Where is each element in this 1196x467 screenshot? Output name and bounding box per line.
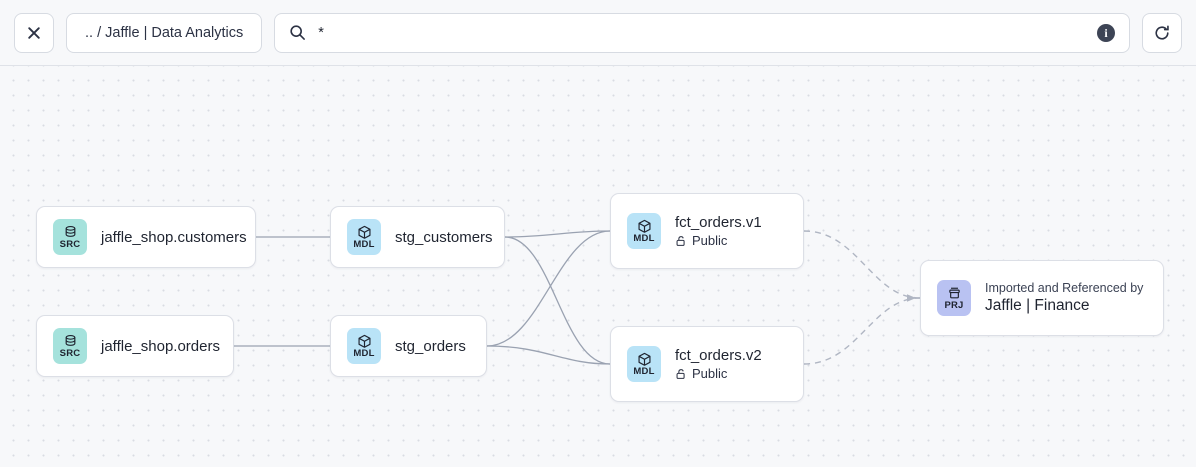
node-type-badge-src: SRC [53, 328, 87, 364]
node-type-code: SRC [59, 238, 81, 250]
edge-stgord-v2 [486, 345, 611, 365]
node-title: jaffle_shop.customers [101, 228, 247, 246]
graph-edges [234, 230, 921, 365]
cube-icon [357, 334, 372, 349]
cube-icon [637, 219, 652, 234]
node-type-badge-src: SRC [53, 219, 87, 255]
database-icon [63, 225, 78, 240]
close-icon [26, 25, 42, 41]
node-text: fct_orders.v2 Public [675, 347, 762, 381]
node-text: stg_orders [395, 338, 466, 355]
cube-icon [637, 352, 652, 367]
node-type-code: MDL [633, 365, 655, 377]
node-visibility: Public [675, 366, 762, 381]
refresh-button[interactable] [1142, 12, 1182, 53]
node-type-badge-prj: PRJ [937, 280, 971, 316]
graph-node-fct_orders_v1[interactable]: MDL fct_orders.v1 Public [610, 193, 804, 269]
node-title: fct_orders.v2 [675, 347, 762, 364]
cube-icon [357, 225, 372, 240]
node-text: jaffle_shop.customers [101, 228, 247, 246]
database-icon [63, 334, 78, 349]
refresh-icon [1153, 24, 1171, 42]
node-text: Imported and Referenced by Jaffle | Finan… [985, 281, 1143, 315]
node-type-badge-mdl: MDL [347, 219, 381, 255]
node-visibility-label: Public [692, 233, 728, 248]
project-icon [947, 286, 962, 301]
node-overline: Imported and Referenced by [985, 281, 1144, 295]
node-type-badge-mdl: MDL [627, 346, 661, 382]
node-title: stg_customers [395, 228, 493, 246]
node-type-code: PRJ [944, 299, 964, 311]
node-title: jaffle_shop.orders [101, 337, 220, 355]
graph-node-jaffle_shop_orders[interactable]: SRC jaffle_shop.orders [36, 315, 234, 377]
unlock-icon [675, 368, 687, 380]
graph-node-fct_orders_v2[interactable]: MDL fct_orders.v2 Public [610, 326, 804, 402]
close-button[interactable] [14, 12, 54, 53]
edge-stgcust-v1 [504, 230, 611, 238]
node-visibility-label: Public [692, 366, 728, 381]
node-text: stg_customers [395, 228, 493, 246]
node-type-badge-mdl: MDL [627, 213, 661, 249]
info-icon[interactable]: i [1097, 23, 1115, 42]
graph-node-jaffle_shop_customers[interactable]: SRC jaffle_shop.customers [36, 206, 256, 268]
graph-canvas[interactable]: SRC jaffle_shop.customers SRC jaffle_shop.… [0, 66, 1196, 467]
node-title: fct_orders.v1 [675, 214, 762, 231]
graph-node-jaffle_finance[interactable]: PRJ Imported and Referenced by Jaffle | Fi… [920, 260, 1164, 336]
node-type-badge-mdl: MDL [347, 328, 381, 364]
node-type-code: MDL [353, 347, 375, 359]
node-type-code: MDL [353, 238, 375, 250]
edge-stgord-v1 [486, 230, 611, 347]
search-box[interactable]: i [274, 12, 1130, 53]
breadcrumb[interactable]: .. / Jaffle | Data Analytics [66, 12, 263, 53]
edge-v2-project [803, 297, 921, 365]
search-input[interactable] [318, 13, 1085, 52]
node-type-code: MDL [633, 232, 655, 244]
edge-stgcust-v2 [504, 236, 611, 365]
node-visibility: Public [675, 233, 762, 248]
search-icon [289, 24, 306, 41]
toolbar: .. / Jaffle | Data Analytics i [0, 0, 1196, 66]
node-title: stg_orders [395, 337, 466, 355]
node-text: fct_orders.v1 Public [675, 214, 762, 248]
node-title: Jaffle | Finance [985, 297, 1090, 314]
graph-node-stg_customers[interactable]: MDL stg_customers [330, 206, 505, 268]
unlock-icon [675, 235, 687, 247]
graph-node-stg_orders[interactable]: MDL stg_orders [330, 315, 487, 377]
edge-v1-project [803, 230, 921, 299]
edge-arrowhead [907, 294, 916, 302]
node-type-code: SRC [59, 347, 81, 359]
node-text: jaffle_shop.orders [101, 337, 220, 355]
